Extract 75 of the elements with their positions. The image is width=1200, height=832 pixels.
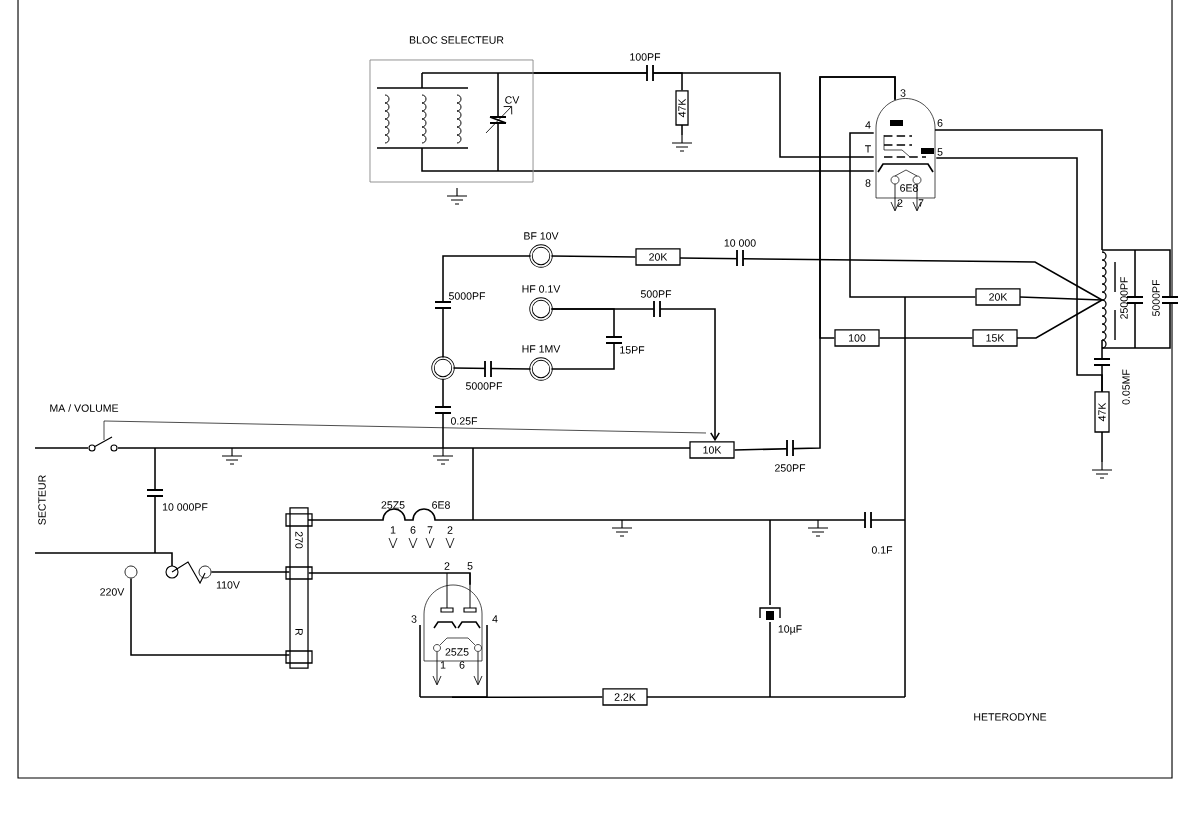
- component-label: 0.1F: [871, 546, 893, 554]
- wire: [550, 255, 637, 258]
- node-label: 6: [937, 119, 943, 127]
- node-label: BF 10V: [524, 232, 559, 240]
- socket: HF 1MV: [522, 345, 561, 381]
- socket: [431, 356, 455, 380]
- resistor: 20K: [635, 248, 681, 266]
- resistor: 20K: [975, 288, 1021, 306]
- wire: [210, 571, 291, 573]
- component-label: CV: [505, 96, 520, 104]
- node-label: 3: [411, 615, 417, 623]
- node-label: HF 0.1V: [522, 285, 561, 293]
- node-label: 2: [444, 562, 450, 570]
- component-label: 5000PF: [448, 292, 486, 300]
- node-label: 8: [865, 179, 871, 187]
- resistor: 15K: [972, 329, 1018, 347]
- component-label: 5000PF: [1152, 279, 1160, 317]
- wire: [849, 132, 977, 298]
- component-label: 0.25F: [450, 417, 478, 425]
- resistor: 2.2K: [602, 688, 648, 706]
- component-label: 500PF: [640, 290, 672, 298]
- node-label: 110V: [216, 581, 240, 589]
- wire: [878, 337, 974, 339]
- resistor: 10K: [689, 441, 735, 459]
- component-label: 25Z5: [381, 501, 405, 509]
- component-label: 1: [390, 526, 396, 534]
- node-label: 4: [492, 615, 498, 623]
- component-label: 10µF: [778, 625, 802, 635]
- component-label: MA / VOLUME: [50, 404, 119, 412]
- resistor: 47K: [1094, 391, 1110, 433]
- node-label: T: [865, 145, 871, 153]
- component-label: 2: [447, 526, 453, 534]
- wire: [130, 577, 291, 656]
- node-label: HF 1MV: [522, 345, 561, 353]
- component-label: HETERODYNE: [974, 713, 1047, 721]
- resistor-bar: 270 R: [285, 507, 313, 669]
- wire: [819, 76, 896, 339]
- node-label: 3: [900, 89, 906, 97]
- component-label: 15PF: [620, 346, 645, 354]
- terminal: 110V: [198, 565, 240, 589]
- resistor: 100: [834, 329, 880, 347]
- component-label: 0.05MF: [1122, 369, 1130, 405]
- component-label: 25000PF: [1120, 277, 1128, 319]
- node-label: 220V: [100, 588, 125, 596]
- component-label: SECTEUR: [38, 475, 46, 525]
- wire: [935, 157, 1103, 393]
- wire: [532, 170, 875, 172]
- wire: [451, 696, 604, 699]
- socket: HF 0.1V: [522, 285, 561, 321]
- component-label: 250PF: [775, 464, 806, 472]
- component-label: 10 000: [724, 239, 756, 247]
- wire: [550, 308, 615, 370]
- vacuum-tube: 6E8 3 4 T 8 6 5 2 7: [865, 89, 943, 212]
- node-label: 6: [459, 661, 465, 669]
- component-label: 6: [410, 526, 416, 534]
- wire: [532, 72, 683, 92]
- component-label: 10 000PF: [162, 503, 208, 511]
- wire: [452, 367, 532, 370]
- component-label: 6E8: [432, 501, 450, 509]
- node-label: 1: [440, 661, 446, 669]
- node-label: 2: [897, 199, 903, 207]
- terminal: 220V: [100, 565, 138, 596]
- node-label: 5: [937, 148, 943, 156]
- resistor: 47K: [675, 90, 689, 126]
- vacuum-tube: 25Z5 2 5 3 4 1 6: [411, 562, 498, 698]
- wire: [442, 255, 532, 359]
- node-label: 4: [865, 121, 871, 129]
- component-label: 5000PF: [465, 382, 503, 390]
- component-label: 100PF: [630, 53, 661, 61]
- node-label: BLOC SELECTEUR: [409, 36, 504, 44]
- node-label: 5: [467, 562, 473, 570]
- node-label: 7: [918, 199, 924, 207]
- wire: [307, 572, 471, 586]
- component-label: 7: [427, 526, 433, 534]
- socket: BF 10V: [524, 232, 559, 268]
